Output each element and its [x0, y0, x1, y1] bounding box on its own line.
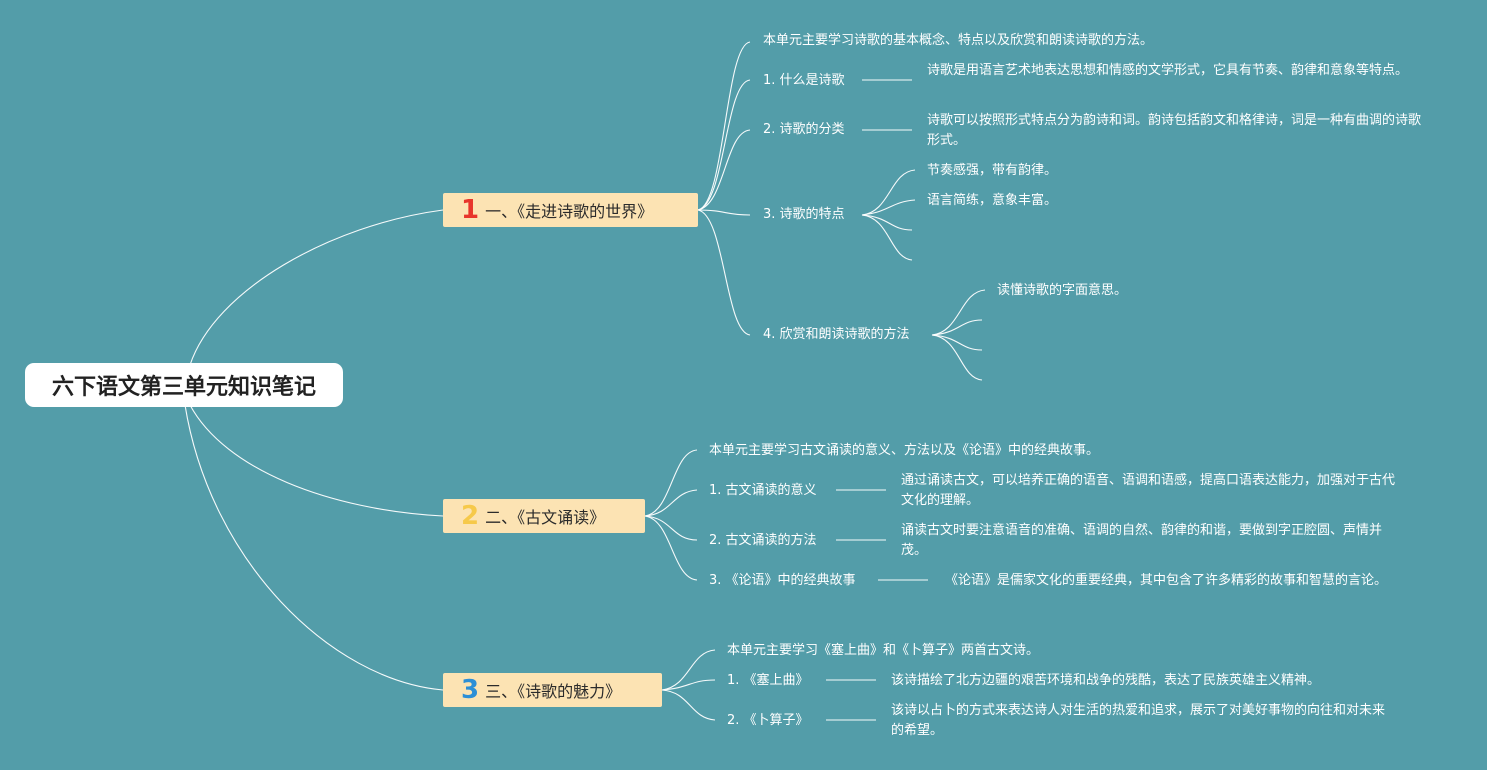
branch-1-sub-3-child-2[interactable]: 语言简练，意象丰富。 — [927, 193, 1058, 208]
branch-1-sub-1-text[interactable]: 诗歌是用语言艺术地表达思想和情感的文学形式，它具有节奏、韵律和意象等特点。 — [927, 63, 1409, 78]
branch-1-sub-2-label[interactable]: 2. 诗歌的分类 — [763, 122, 845, 137]
branch-1-sub-4-label[interactable]: 4. 欣赏和朗读诗歌的方法 — [763, 327, 910, 342]
branch-3-intro[interactable]: 本单元主要学习《塞上曲》和《卜算子》两首古文诗。 — [727, 643, 1040, 658]
branch-1-label: 一、《走进诗歌的世界》 — [485, 202, 654, 221]
branch-2-sub-1-text[interactable]: 通过诵读古文，可以培养正确的语音、语调和语感，提高口语表达能力，加强对于古代文化… — [901, 473, 1396, 508]
branch-1-sub-3-child-1[interactable]: 节奏感强，带有韵律。 — [927, 163, 1058, 178]
branch-3-label: 三、《诗歌的魅力》 — [485, 682, 622, 701]
branch-3-sub-2-label[interactable]: 2. 《卜算子》 — [727, 713, 809, 728]
branch-2-intro[interactable]: 本单元主要学习古文诵读的意义、方法以及《论语》中的经典故事。 — [709, 443, 1100, 458]
branch-2-sub-1-label[interactable]: 1. 古文诵读的意义 — [709, 483, 817, 498]
number-1-badge: 1 — [461, 195, 480, 225]
branch-2-sub-2-text[interactable]: 诵读古文时要注意语音的准确、语调的自然、韵律的和谐，要做到字正腔圆、声情并茂。 — [901, 523, 1383, 558]
branch-3-sub-1-label[interactable]: 1. 《塞上曲》 — [727, 673, 809, 688]
branch-1-sub-4-child-1[interactable]: 读懂诗歌的字面意思。 — [997, 283, 1128, 298]
branch-2-sub-3-label[interactable]: 3. 《论语》中的经典故事 — [709, 573, 856, 588]
number-2-badge: 2 — [461, 501, 480, 531]
branch-1-sub-3-label[interactable]: 3. 诗歌的特点 — [763, 207, 845, 222]
branch-2-label: 二、《古文诵读》 — [485, 508, 606, 527]
branch-1-topic[interactable]: 1 一、《走进诗歌的世界》 — [443, 193, 698, 227]
branch-1-sub-1-label[interactable]: 1. 什么是诗歌 — [763, 73, 845, 88]
branch-3-topic[interactable]: 3 三、《诗歌的魅力》 — [443, 673, 662, 707]
root-topic[interactable]: 六下语文第三单元知识笔记 — [25, 363, 343, 407]
branch-1-sub-2-text[interactable]: 诗歌可以按照形式特点分为韵诗和词。韵诗包括韵文和格律诗，词是一种有曲调的诗歌形式… — [927, 113, 1422, 148]
branch-3-sub-1-text[interactable]: 该诗描绘了北方边疆的艰苦环境和战争的残酷，表达了民族英雄主义精神。 — [891, 673, 1321, 688]
branch-2-sub-2-label[interactable]: 2. 古文诵读的方法 — [709, 533, 817, 548]
branch-2-sub-3-text[interactable]: 《论语》是儒家文化的重要经典，其中包含了许多精彩的故事和智慧的言论。 — [945, 573, 1388, 588]
branch-1-intro[interactable]: 本单元主要学习诗歌的基本概念、特点以及欣赏和朗读诗歌的方法。 — [763, 33, 1154, 48]
number-3-badge: 3 — [461, 675, 480, 705]
branch-3-sub-2-text[interactable]: 该诗以占卜的方式来表达诗人对生活的热爱和追求，展示了对美好事物的向往和对未来的希… — [891, 703, 1386, 738]
branch-2-topic[interactable]: 2 二、《古文诵读》 — [443, 499, 645, 533]
